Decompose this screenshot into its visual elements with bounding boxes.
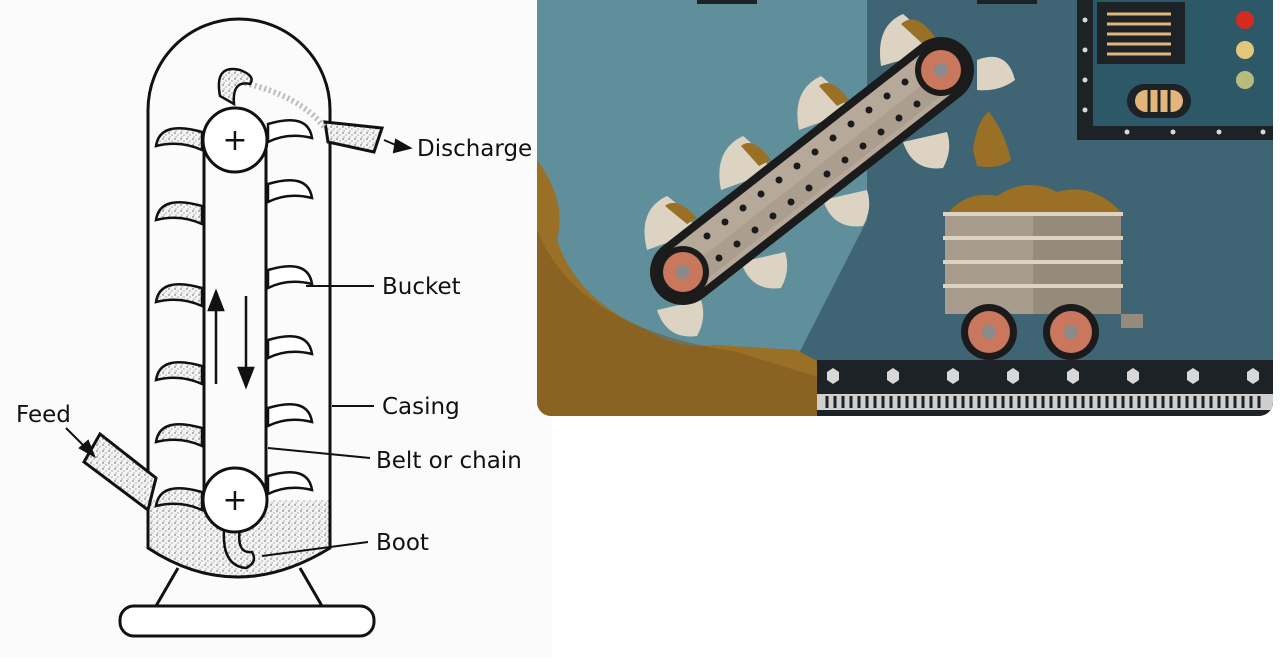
label-boot: Boot (376, 530, 429, 556)
bottom-bucket (222, 526, 256, 570)
indicator-light-yellow (1236, 41, 1254, 59)
leader-lines (65, 138, 413, 557)
head-pulley-symbol: + (222, 123, 247, 158)
rail-bolts (827, 368, 1259, 384)
control-panel (697, 0, 1273, 140)
label-belt-or-chain: Belt or chain (376, 448, 522, 474)
discharge-chute (239, 79, 385, 154)
cart-wheel-left (961, 304, 1017, 360)
bucket-conveyor (644, 14, 1015, 337)
indicator-light-green (1236, 71, 1254, 89)
right-buckets (266, 119, 314, 497)
bucket-elevator-diagram: + + Discharge Bucket Casing Feed Belt or… (0, 0, 552, 658)
casing (146, 17, 332, 579)
belt-perforations (703, 78, 921, 262)
label-bucket: Bucket (382, 274, 461, 300)
label-discharge: Discharge (417, 136, 532, 162)
feed-chute (82, 431, 158, 513)
conveyor-pulley-top (915, 44, 967, 96)
label-feed: Feed (16, 402, 71, 428)
top-bucket (217, 67, 253, 107)
mine-cart (943, 184, 1143, 360)
boot-pulley: + (201, 466, 269, 534)
head-pulley: + (201, 106, 269, 174)
conveyor-illustration (537, 0, 1273, 416)
label-casing: Casing (382, 394, 460, 420)
direction-arrows (207, 288, 255, 390)
belt (202, 140, 268, 500)
illustration-svg (537, 0, 1273, 416)
conveyor-pulley-bottom (657, 246, 709, 298)
left-buckets (154, 127, 204, 512)
diagram-svg: + + Discharge Bucket Casing Feed Belt or… (16, 17, 532, 638)
boot-pulley-symbol: + (222, 483, 247, 518)
rail-track (817, 360, 1273, 416)
rail-ties (825, 396, 1261, 408)
falling-ore (973, 112, 1011, 168)
conveyor-buckets-lower (657, 132, 950, 337)
base-stand (118, 567, 376, 638)
indicator-light-red (1236, 11, 1254, 29)
cart-wheel-right (1043, 304, 1099, 360)
